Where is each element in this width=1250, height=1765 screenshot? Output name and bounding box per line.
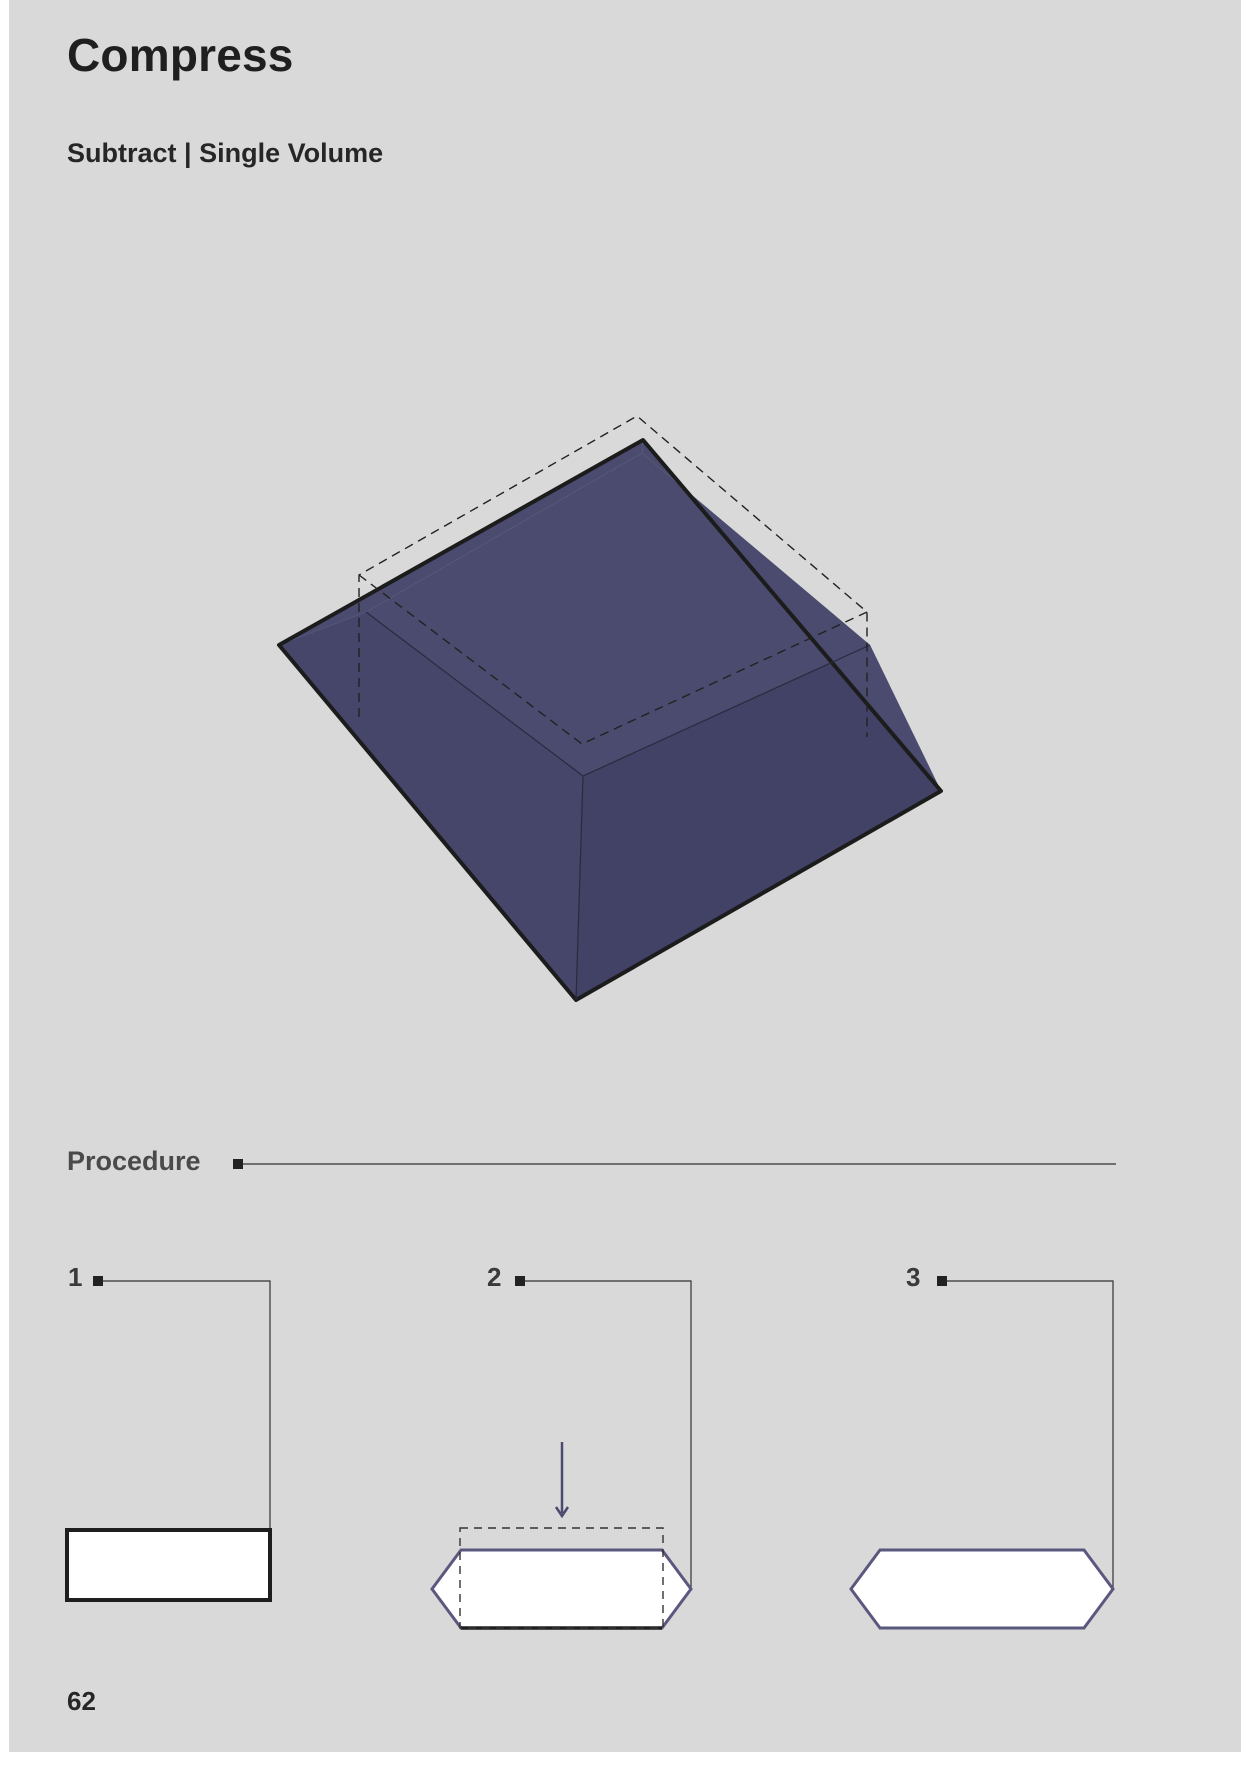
step-1-marker bbox=[93, 1276, 103, 1286]
volume-front-crease bbox=[575, 775, 584, 1001]
page-title: Compress bbox=[67, 29, 294, 81]
step-2-number: 2 bbox=[487, 1262, 502, 1292]
step-2-original-dashed bbox=[459, 1527, 664, 1629]
step-1-diagram bbox=[65, 1276, 272, 1602]
volume-top-face bbox=[366, 453, 870, 776]
step-3-diagram bbox=[849, 1276, 1115, 1630]
procedure-marker bbox=[233, 1159, 243, 1169]
step-3-number: 3 bbox=[906, 1262, 921, 1292]
volume-left-face bbox=[279, 612, 583, 1000]
step-1-number: 1 bbox=[68, 1262, 83, 1292]
page-number: 62 bbox=[67, 1686, 96, 1716]
step-2-hexagon bbox=[430, 1548, 693, 1630]
compress-arrow-icon bbox=[554, 1506, 570, 1519]
step-2-marker bbox=[515, 1276, 525, 1286]
page-subtitle: Subtract | Single Volume bbox=[67, 138, 384, 168]
procedure-heading: Procedure bbox=[67, 1146, 201, 1176]
original-volume-dashed-inner bbox=[358, 574, 868, 745]
original-volume-dashed bbox=[358, 415, 868, 737]
step-1-box bbox=[65, 1528, 272, 1602]
volume-right-face bbox=[576, 645, 941, 1000]
step-3-hexagon bbox=[849, 1548, 1115, 1630]
step-3-marker bbox=[937, 1276, 947, 1286]
procedure-rule bbox=[233, 1159, 1116, 1169]
step-3-leader bbox=[947, 1280, 1114, 1589]
step-2-leader bbox=[525, 1280, 692, 1589]
volume-outline bbox=[277, 438, 943, 1002]
step-1-leader bbox=[103, 1280, 271, 1528]
step-2-diagram bbox=[430, 1276, 693, 1630]
compressed-volume bbox=[277, 415, 943, 1002]
